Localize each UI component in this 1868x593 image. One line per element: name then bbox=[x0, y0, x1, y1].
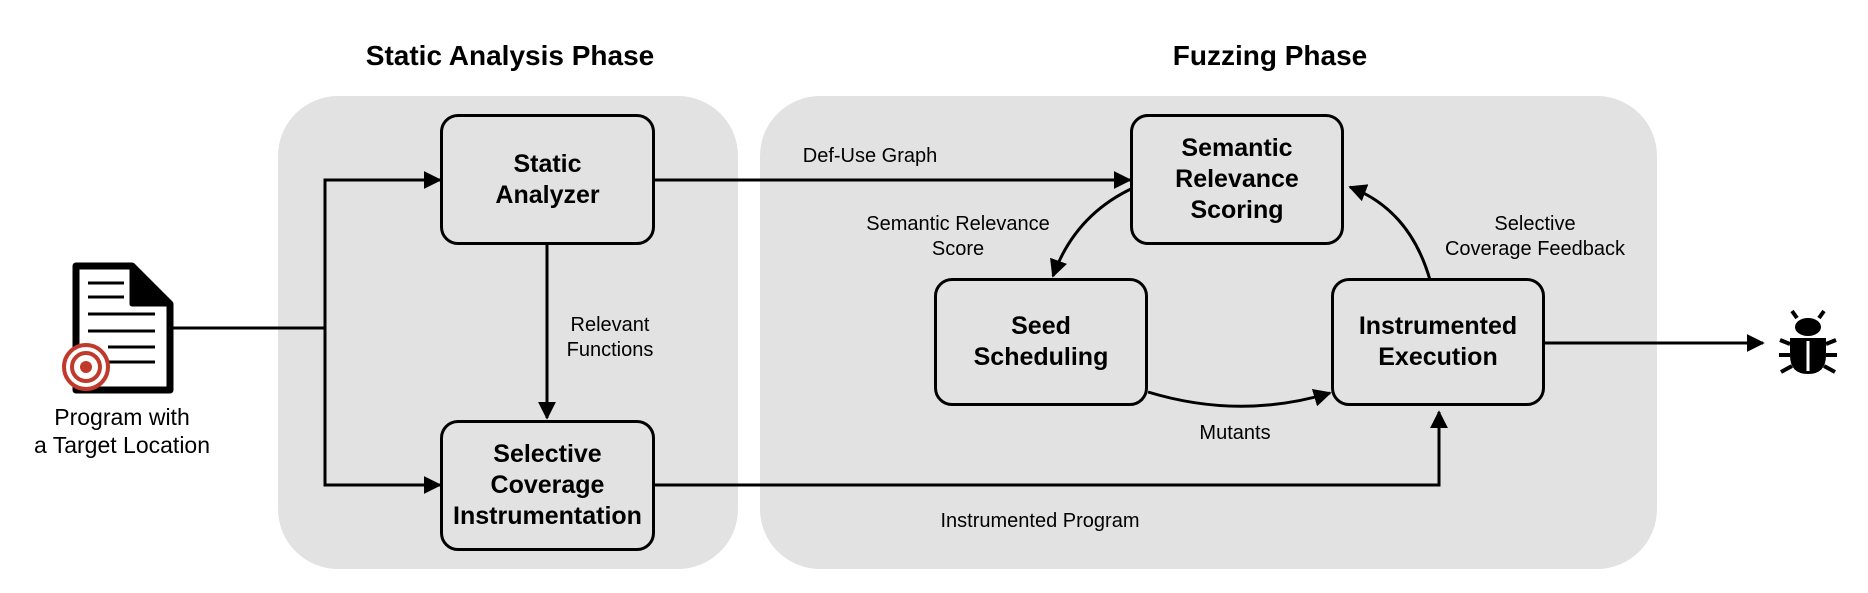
relevant-functions-label: Relevant Functions bbox=[566, 314, 654, 361]
static-analysis-phase-title: Static Analysis Phase bbox=[365, 40, 655, 71]
fuzzing-phase-title: Fuzzing Phase bbox=[1172, 40, 1368, 71]
mutants-label: Mutants bbox=[1199, 422, 1271, 444]
mutants-edge bbox=[1147, 389, 1332, 408]
input-to-static-analyzer-edge bbox=[323, 171, 442, 328]
selective-coverage-instrumentation-node: Selective Coverage Instrumentation bbox=[440, 420, 655, 551]
selective-coverage-instrumentation-label: Selective Coverage Instrumentation bbox=[453, 440, 642, 530]
selective-coverage-feedback-label: Selective Coverage Feedback bbox=[1444, 213, 1626, 260]
static-analyzer-label: Static Analyzer bbox=[495, 149, 600, 209]
def-use-graph-label: Def-Use Graph bbox=[802, 145, 938, 167]
document-with-target-icon bbox=[62, 262, 174, 394]
semantic-relevance-score-edge bbox=[1050, 186, 1134, 278]
semantic-relevance-scoring-label: Semantic Relevance Scoring bbox=[1175, 134, 1299, 224]
semantic-relevance-scoring-node: Semantic Relevance Scoring bbox=[1130, 114, 1344, 245]
program-input-label: Program with a Target Location bbox=[33, 404, 211, 458]
instrumented-program-label: Instrumented Program bbox=[940, 510, 1140, 532]
static-analyzer-node: Static Analyzer bbox=[440, 114, 655, 245]
bug-icon bbox=[1779, 309, 1837, 374]
selective-coverage-feedback-edge bbox=[1348, 184, 1432, 281]
input-to-instrumentation-edge bbox=[323, 328, 442, 494]
seed-scheduling-node: Seed Scheduling bbox=[934, 278, 1148, 406]
semantic-relevance-score-label: Semantic Relevance Score bbox=[866, 213, 1050, 260]
instrumented-execution-node: Instrumented Execution bbox=[1331, 278, 1545, 406]
instrumented-execution-label: Instrumented Execution bbox=[1358, 312, 1518, 371]
instrumented-program-edge bbox=[655, 410, 1448, 487]
seed-scheduling-label: Seed Scheduling bbox=[973, 312, 1109, 371]
